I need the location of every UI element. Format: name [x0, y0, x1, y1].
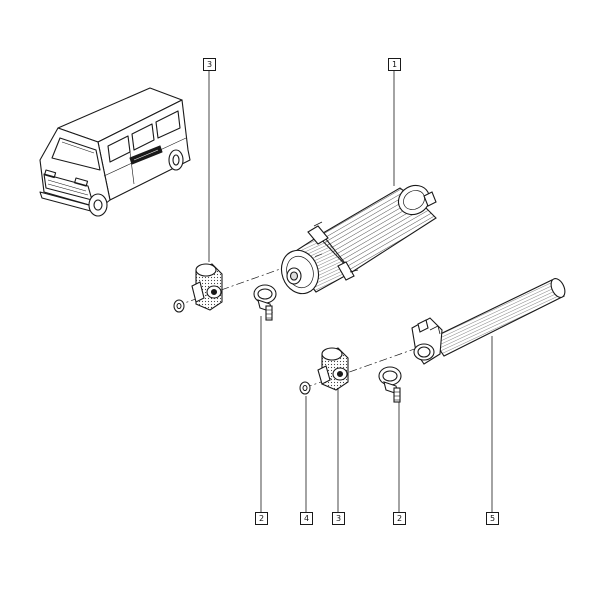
washer-left: [173, 299, 185, 313]
tailpipe-part: [411, 278, 566, 365]
rubber-mount-left: [191, 263, 223, 311]
callout-mount-right: 3: [332, 512, 345, 525]
washer-right: [299, 381, 311, 395]
callout-mount-left: 3: [203, 58, 216, 71]
clamp-left: [253, 284, 277, 321]
callout-silencer: 1: [388, 58, 401, 71]
leader-lines: [208, 70, 493, 512]
clamp-right: [378, 366, 402, 403]
callout-clamp-right: 2: [393, 512, 406, 525]
van-illustration: [39, 87, 191, 217]
silencer-part: [280, 184, 437, 295]
callout-clamp-left: 2: [255, 512, 268, 525]
rubber-mount-right: [317, 347, 349, 391]
callout-tailpipe: 5: [486, 512, 499, 525]
callout-washer: 4: [300, 512, 313, 525]
